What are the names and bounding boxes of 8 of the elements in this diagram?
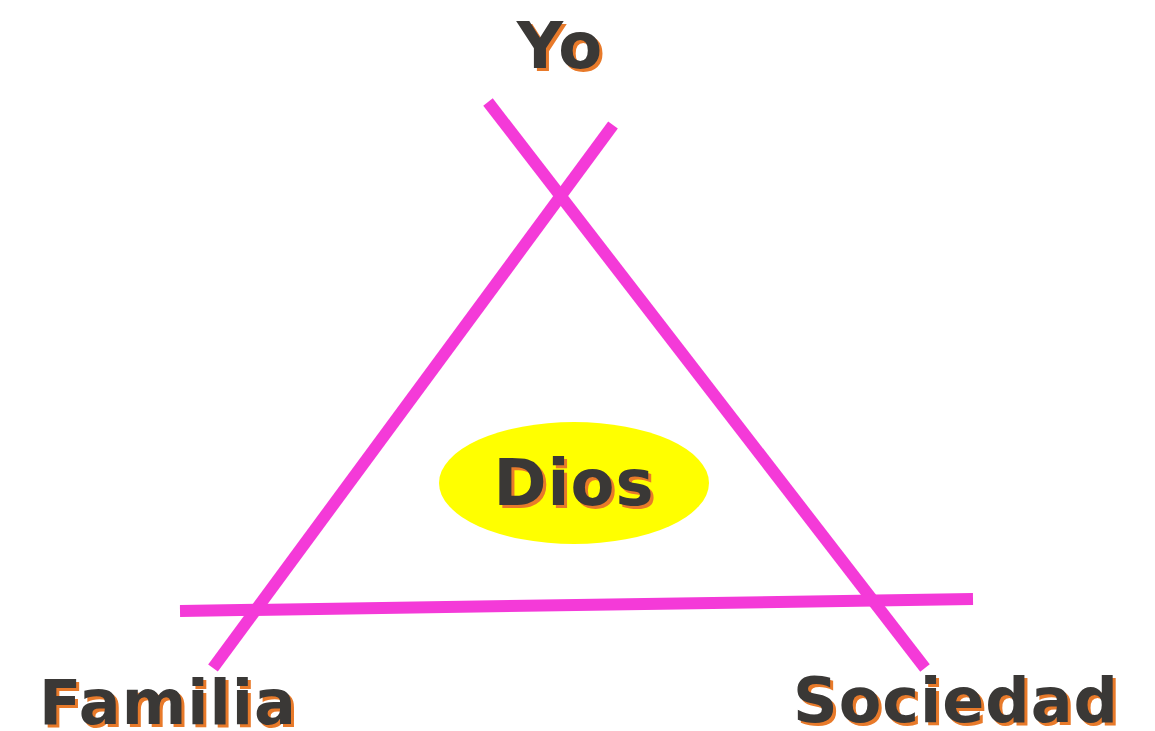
line [483, 98, 930, 672]
line [208, 121, 618, 672]
node-label: Yo [505, 8, 615, 84]
node-label: Familia [8, 664, 328, 731]
line [179, 593, 974, 617]
ellipse-node [439, 422, 709, 544]
node-label: Sociedad [760, 662, 1152, 731]
node-label: Dios [493, 446, 655, 520]
